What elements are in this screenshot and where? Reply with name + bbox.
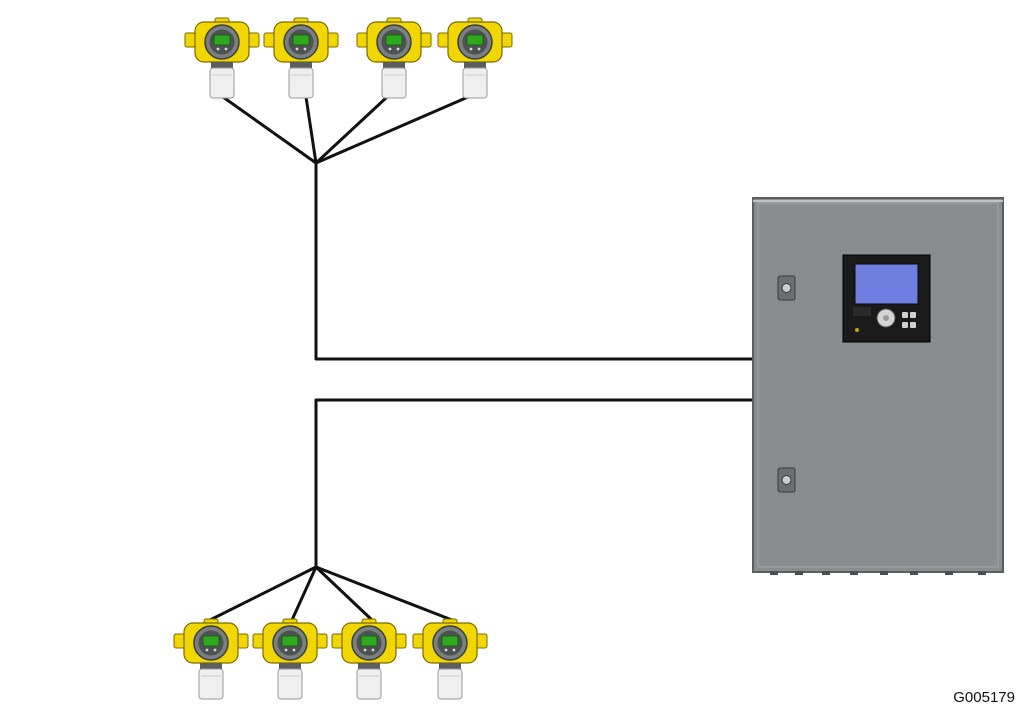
sensor-neck bbox=[211, 62, 233, 69]
wire-bottom-2 bbox=[290, 565, 318, 622]
detector-led bbox=[213, 648, 217, 652]
gas-detector-icon bbox=[356, 17, 432, 99]
door-latch-icon bbox=[777, 467, 796, 493]
sensor-housing bbox=[437, 668, 463, 700]
sensor-housing bbox=[288, 67, 314, 99]
detector-led bbox=[444, 648, 448, 652]
trunk-cable-bottom bbox=[314, 398, 758, 569]
detector-led bbox=[303, 47, 307, 51]
detector-led bbox=[469, 47, 473, 51]
cabinet-foot bbox=[795, 571, 803, 575]
gas-detector-icon bbox=[184, 17, 260, 99]
detector-led bbox=[477, 47, 481, 51]
detector-led bbox=[224, 47, 228, 51]
controller-key bbox=[902, 312, 908, 318]
wire-bottom-4 bbox=[314, 565, 454, 622]
gas-detector-icon bbox=[263, 17, 339, 99]
detector-display bbox=[292, 34, 310, 46]
wiring bbox=[208, 95, 758, 622]
sensor-housing bbox=[381, 67, 407, 99]
detector-led bbox=[452, 648, 456, 652]
wire-top-3 bbox=[314, 95, 389, 165]
detector-display bbox=[466, 34, 484, 46]
sensor-housing bbox=[277, 668, 303, 700]
cabinet-foot bbox=[910, 571, 918, 575]
detector-led bbox=[295, 47, 299, 51]
wire-top-4 bbox=[314, 95, 470, 165]
cabinet-foot bbox=[945, 571, 953, 575]
detector-display bbox=[441, 635, 459, 647]
latch-knob bbox=[781, 283, 792, 293]
detector-display bbox=[360, 635, 378, 647]
controller-key bbox=[910, 312, 916, 318]
detector-led bbox=[371, 648, 375, 652]
latch-knob bbox=[781, 475, 792, 485]
detector-display bbox=[213, 34, 231, 46]
controller-screen bbox=[854, 263, 919, 305]
detector-display bbox=[385, 34, 403, 46]
controller-key bbox=[910, 322, 916, 328]
cabinet-foot bbox=[978, 571, 986, 575]
detectors bbox=[173, 17, 513, 700]
detector-led bbox=[396, 47, 400, 51]
detector-display bbox=[202, 635, 220, 647]
wire-top-2 bbox=[304, 95, 318, 165]
gas-detector-icon bbox=[331, 618, 407, 700]
sensor-neck bbox=[383, 62, 405, 69]
gas-detector-icon bbox=[412, 618, 488, 700]
detector-display bbox=[281, 635, 299, 647]
sensor-neck bbox=[200, 663, 222, 670]
sensor-neck bbox=[439, 663, 461, 670]
figure-code: G005179 bbox=[953, 689, 1015, 706]
sensor-housing bbox=[209, 67, 235, 99]
door-latch-icon bbox=[777, 275, 796, 301]
sensor-housing bbox=[356, 668, 382, 700]
cabinet-foot bbox=[850, 571, 858, 575]
sensor-neck bbox=[358, 663, 380, 670]
sensor-housing bbox=[198, 668, 224, 700]
sensor-neck bbox=[279, 663, 301, 670]
cabinet-body bbox=[752, 197, 1004, 573]
gas-detector-icon bbox=[437, 17, 513, 99]
cabinet-foot bbox=[880, 571, 888, 575]
detector-led bbox=[388, 47, 392, 51]
cabinet-foot bbox=[822, 571, 830, 575]
cabinet-door-edge bbox=[757, 202, 999, 568]
detector-led bbox=[363, 648, 367, 652]
detector-led bbox=[292, 648, 296, 652]
trunk-cable-top bbox=[314, 161, 758, 361]
controller-indicator-panel bbox=[853, 307, 871, 316]
cabinet-foot bbox=[770, 571, 778, 575]
sensor-neck bbox=[290, 62, 312, 69]
sensor-housing bbox=[462, 67, 488, 99]
controller-led bbox=[855, 328, 859, 332]
detector-led bbox=[284, 648, 288, 652]
detector-led bbox=[205, 648, 209, 652]
wire-top-1 bbox=[221, 95, 318, 165]
gas-detector-icon bbox=[173, 618, 249, 700]
controller-key bbox=[902, 322, 908, 328]
sensor-neck bbox=[464, 62, 486, 69]
detector-led bbox=[216, 47, 220, 51]
control-cabinet-icon bbox=[752, 197, 1004, 575]
wire-bottom-3 bbox=[314, 565, 374, 622]
controller-nav-center bbox=[883, 315, 889, 321]
gas-detector-icon bbox=[252, 618, 328, 700]
wire-bottom-1 bbox=[208, 565, 318, 622]
